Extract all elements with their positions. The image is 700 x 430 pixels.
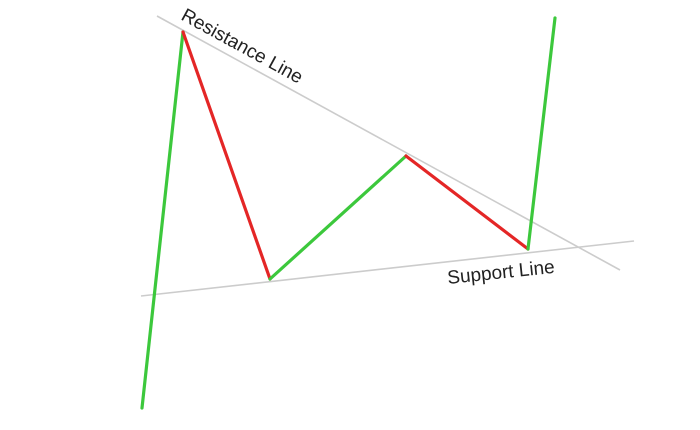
support-line-label: Support Line — [446, 257, 555, 289]
resistance-line — [156, 15, 621, 271]
price-path — [140, 16, 557, 410]
down-segment — [181, 30, 272, 281]
down-segment — [404, 154, 530, 251]
support-line — [140, 240, 635, 297]
up-segment — [140, 30, 185, 410]
breakout-up-segment — [526, 16, 557, 251]
up-segment — [268, 154, 408, 281]
